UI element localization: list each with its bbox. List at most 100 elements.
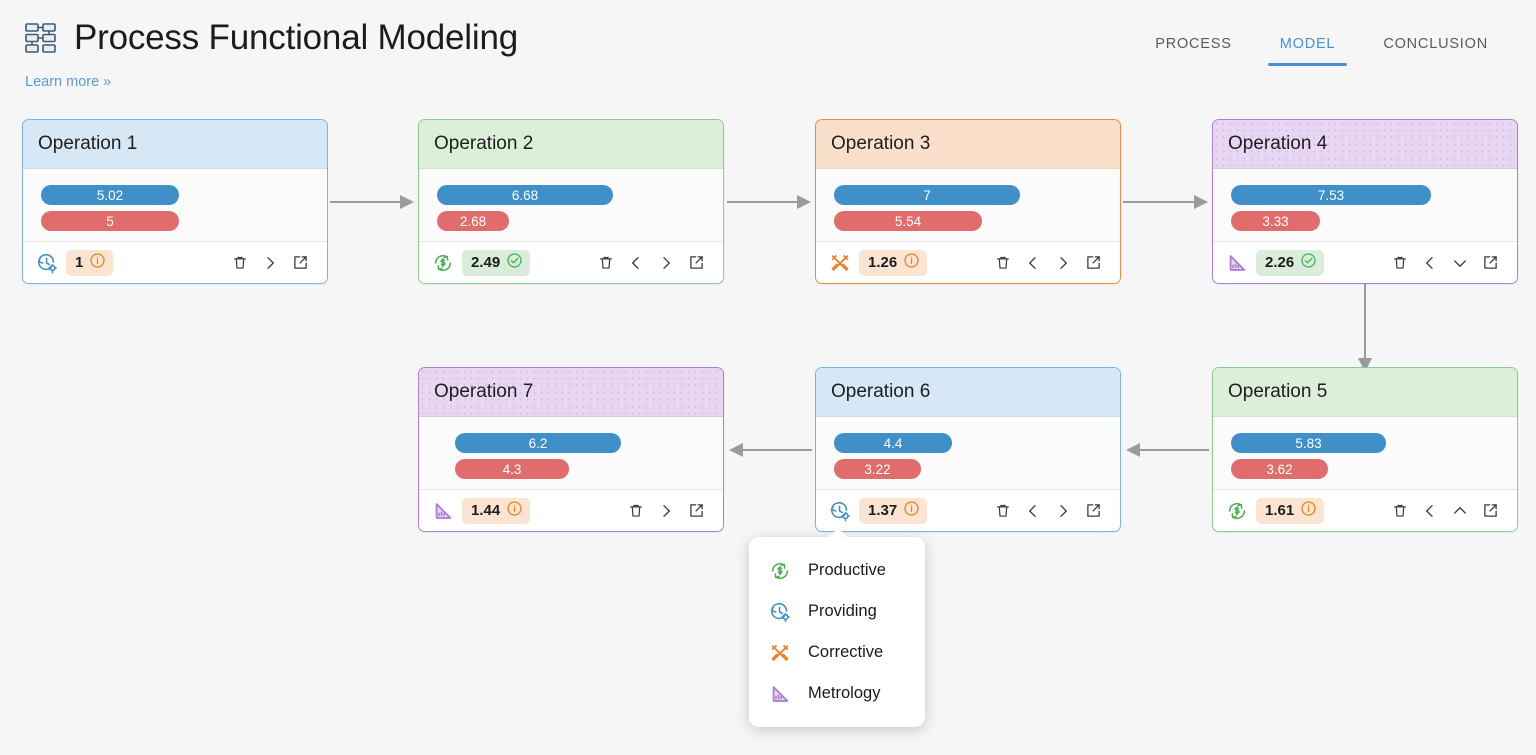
open-external-icon[interactable]: [1475, 497, 1505, 525]
chevron-left-icon[interactable]: [621, 249, 651, 277]
productive-icon: [769, 560, 791, 582]
delete-icon[interactable]: [1385, 497, 1415, 525]
operation-metrics-1: 5.02 5: [23, 169, 327, 241]
operation-metrics-6: 4.4 3.22: [816, 417, 1120, 489]
productive-icon[interactable]: [1226, 500, 1248, 522]
operation-title-1[interactable]: Operation 1: [23, 120, 327, 169]
chevron-down-icon[interactable]: [1445, 249, 1475, 277]
status-chip[interactable]: 2.49: [462, 249, 531, 276]
status-chip[interactable]: 1.61: [1256, 497, 1325, 524]
learn-more-link[interactable]: Learn more »: [25, 74, 112, 90]
metric-bar-blue: 6.68: [437, 185, 613, 205]
metric-bar-red: 3.62: [1231, 459, 1328, 479]
tab-model[interactable]: MODEL: [1256, 30, 1360, 66]
chevron-up-icon[interactable]: [1445, 497, 1475, 525]
operation-footer-1: 1: [23, 241, 327, 283]
chip-value: 2.26: [1265, 254, 1295, 271]
operation-card-6[interactable]: Operation 6 4.4 3.22 1.37: [815, 367, 1121, 532]
check-circle-icon: [506, 252, 523, 273]
operation-footer-7: 1.44: [419, 489, 723, 531]
chevron-left-icon[interactable]: [1018, 249, 1048, 277]
chevron-right-icon[interactable]: [255, 249, 285, 277]
tab-process[interactable]: PROCESS: [1131, 30, 1256, 66]
status-chip[interactable]: 1.44: [462, 497, 531, 524]
operation-title-5[interactable]: Operation 5: [1213, 368, 1517, 417]
operation-metrics-5: 5.83 3.62: [1213, 417, 1517, 489]
menu-item-productive[interactable]: Productive: [749, 550, 925, 591]
chevron-right-icon[interactable]: [651, 497, 681, 525]
operation-title-4[interactable]: Operation 4: [1213, 120, 1517, 169]
chevron-left-icon[interactable]: [1018, 497, 1048, 525]
chevron-right-icon[interactable]: [1048, 249, 1078, 277]
status-chip[interactable]: 1.37: [859, 497, 928, 524]
status-chip[interactable]: 1.26: [859, 249, 928, 276]
metric-bar-blue: 7: [834, 185, 1020, 205]
menu-item-label: Productive: [808, 561, 886, 579]
delete-icon[interactable]: [621, 497, 651, 525]
operation-metrics-4: 7.53 3.33: [1213, 169, 1517, 241]
operation-card-5[interactable]: Operation 5 5.83 3.62 1.61: [1212, 367, 1518, 532]
metrology-icon[interactable]: [432, 500, 454, 522]
providing-icon: [769, 601, 791, 623]
metric-bar-blue: 5.83: [1231, 433, 1386, 453]
providing-icon[interactable]: [36, 252, 58, 274]
metric-bar-red: 5.54: [834, 211, 982, 231]
metric-bar-blue: 5.02: [41, 185, 179, 205]
chip-value: 1.26: [868, 254, 898, 271]
open-external-icon[interactable]: [1475, 249, 1505, 277]
chip-value: 1.61: [1265, 502, 1295, 519]
info-icon: [903, 500, 920, 521]
operation-card-7[interactable]: Operation 7 6.2 4.3 1.44: [418, 367, 724, 532]
hierarchy-diagram-icon: [24, 21, 58, 55]
operation-footer-6: 1.37: [816, 489, 1120, 531]
metrology-icon: [769, 683, 791, 705]
operation-card-4[interactable]: Operation 4 7.53 3.33 2.26: [1212, 119, 1518, 284]
menu-item-label: Corrective: [808, 643, 884, 661]
metric-bar-blue: 7.53: [1231, 185, 1431, 205]
menu-item-corrective[interactable]: Corrective: [749, 632, 925, 673]
menu-item-metrology[interactable]: Metrology: [749, 673, 925, 714]
open-external-icon[interactable]: [1078, 249, 1108, 277]
status-chip[interactable]: 2.26: [1256, 249, 1325, 276]
metric-bar-red: 3.33: [1231, 211, 1320, 231]
operation-title-3[interactable]: Operation 3: [816, 120, 1120, 169]
productive-icon[interactable]: [432, 252, 454, 274]
delete-icon[interactable]: [225, 249, 255, 277]
operation-title-2[interactable]: Operation 2: [419, 120, 723, 169]
info-icon: [1300, 500, 1317, 521]
metric-bar-red: 3.22: [834, 459, 921, 479]
chevron-left-icon[interactable]: [1415, 249, 1445, 277]
open-external-icon[interactable]: [1078, 497, 1108, 525]
metric-bar-red: 5: [41, 211, 179, 231]
corrective-icon[interactable]: [829, 252, 851, 274]
menu-item-label: Metrology: [808, 684, 881, 702]
operation-metrics-3: 7 5.54: [816, 169, 1120, 241]
delete-icon[interactable]: [988, 249, 1018, 277]
operation-type-menu[interactable]: Productive Providing Correc: [749, 528, 925, 727]
chevron-right-icon[interactable]: [1048, 497, 1078, 525]
chevron-left-icon[interactable]: [1415, 497, 1445, 525]
delete-icon[interactable]: [988, 497, 1018, 525]
tab-conclusion[interactable]: CONCLUSION: [1359, 30, 1512, 66]
operation-card-1[interactable]: Operation 1 5.02 5 1: [22, 119, 328, 284]
open-external-icon[interactable]: [681, 249, 711, 277]
chip-value: 1.44: [471, 502, 501, 519]
menu-item-providing[interactable]: Providing: [749, 591, 925, 632]
chip-value: 1.37: [868, 502, 898, 519]
operation-title-7[interactable]: Operation 7: [419, 368, 723, 417]
metric-bar-blue: 6.2: [455, 433, 621, 453]
operation-card-3[interactable]: Operation 3 7 5.54 1.26: [815, 119, 1121, 284]
info-icon: [89, 252, 106, 273]
operation-footer-5: 1.61: [1213, 489, 1517, 531]
metrology-icon[interactable]: [1226, 252, 1248, 274]
providing-icon[interactable]: [829, 500, 851, 522]
operation-title-6[interactable]: Operation 6: [816, 368, 1120, 417]
chevron-right-icon[interactable]: [651, 249, 681, 277]
status-chip[interactable]: 1: [66, 249, 114, 276]
open-external-icon[interactable]: [285, 249, 315, 277]
open-external-icon[interactable]: [681, 497, 711, 525]
operation-card-2[interactable]: Operation 2 6.68 2.68 2.49: [418, 119, 724, 284]
delete-icon[interactable]: [1385, 249, 1415, 277]
delete-icon[interactable]: [591, 249, 621, 277]
flow-canvas[interactable]: Operation 1 5.02 5 1: [0, 105, 1536, 755]
